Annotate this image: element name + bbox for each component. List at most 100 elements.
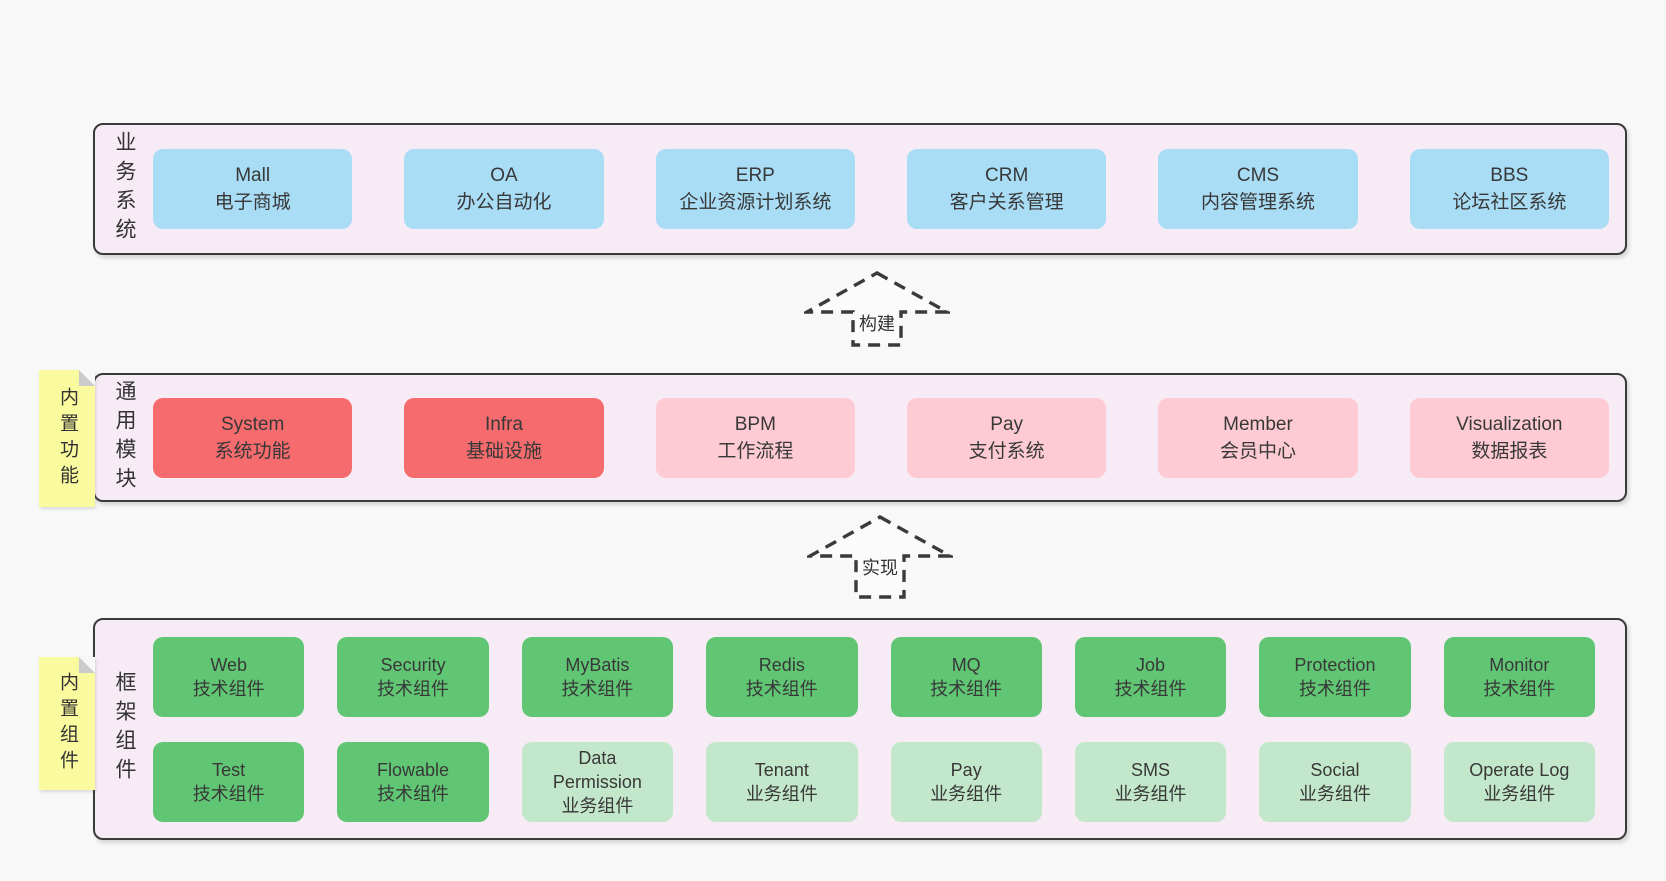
box-infra-name: Infra: [484, 413, 523, 435]
box-bbs-name: BBS: [1490, 165, 1529, 186]
box-test-desc: 技术组件: [192, 783, 265, 804]
box-cms-name: CMS: [1236, 165, 1280, 186]
arrow-build-label: 构建: [856, 310, 898, 336]
dashed-up-arrow-icon: [804, 271, 950, 347]
box-crm-desc: 客户关系管理: [949, 192, 1064, 213]
framework-boxes: Web 技术组件 Security 技术组件 MyBatis 技术组件 Redi…: [153, 636, 1595, 822]
box-pay-module-desc: 支付系统: [968, 440, 1045, 462]
box-mq-name: MQ: [951, 654, 981, 675]
box-redis: Redis 技术组件: [706, 636, 858, 717]
box-pay-module-name: Pay: [990, 413, 1024, 435]
box-protection-name: Protection: [1294, 654, 1376, 675]
box-pay-component-name: Pay: [950, 759, 982, 780]
box-data-permission-name: Data Permission: [552, 747, 642, 792]
box-protection-desc: 技术组件: [1298, 678, 1371, 699]
box-crm-name: CRM: [985, 165, 1029, 186]
box-pay-component: Pay 业务组件: [890, 741, 1042, 822]
box-visualization-name: Visualization: [1456, 413, 1563, 435]
module-boxes: System 系统功能 Infra 基础设施 BPM 工作流程 Pay 支付系统…: [153, 397, 1609, 478]
box-member: Member 会员中心: [1158, 397, 1358, 478]
box-protection: Protection 技术组件: [1259, 636, 1411, 717]
box-job: Job 技术组件: [1074, 636, 1227, 717]
box-pay-component-desc: 业务组件: [930, 783, 1003, 804]
box-visualization: Visualization 数据报表: [1409, 397, 1609, 478]
box-system: System 系统功能: [153, 397, 353, 478]
box-web-name: Web: [210, 654, 248, 675]
box-security: Security 技术组件: [337, 636, 489, 717]
layer-modules-label: 通用模块: [113, 379, 136, 496]
box-security-desc: 技术组件: [377, 678, 450, 699]
box-job-desc: 技术组件: [1114, 678, 1187, 699]
box-mybatis: MyBatis 技术组件: [521, 636, 674, 717]
box-mall: Mall 电子商城: [153, 149, 353, 229]
layer-common-modules: 内置功能 通用模块 System 系统功能 Infra 基础设施 BPM 工作流…: [39, 370, 1627, 507]
box-pay-module: Pay 支付系统: [906, 397, 1107, 478]
box-sms: SMS 业务组件: [1074, 741, 1227, 822]
arrow-implement-label: 实现: [859, 554, 901, 580]
box-mall-desc: 电子商城: [214, 192, 291, 213]
box-mq-desc: 技术组件: [930, 678, 1003, 699]
box-erp-desc: 企业资源计划系统: [679, 192, 832, 213]
box-data-permission-desc: 业务组件: [561, 795, 634, 816]
box-operate-log: Operate Log 业务组件: [1443, 741, 1595, 822]
box-data-permission: Data Permission 业务组件: [521, 741, 674, 822]
box-operate-log-desc: 业务组件: [1483, 783, 1556, 804]
box-test: Test 技术组件: [153, 741, 305, 822]
box-member-name: Member: [1223, 413, 1293, 435]
box-mybatis-desc: 技术组件: [561, 678, 634, 699]
layer-framework-components: 内置组件 框架组件 Web 技术组件 Security 技术组件 MyBatis…: [39, 618, 1627, 840]
box-security-name: Security: [380, 654, 446, 675]
box-web-desc: 技术组件: [192, 678, 265, 699]
box-member-desc: 会员中心: [1219, 440, 1296, 462]
box-cms-desc: 内容管理系统: [1200, 192, 1315, 213]
box-oa-name: OA: [490, 165, 518, 186]
box-flowable-name: Flowable: [377, 759, 450, 780]
arrow-build: 构建: [804, 270, 950, 348]
layer-business-label: 业务系统: [113, 131, 136, 247]
box-erp: ERP 企业资源计划系统: [655, 149, 855, 229]
layer-framework-label: 框架组件: [113, 671, 136, 787]
box-cms: CMS 内容管理系统: [1158, 149, 1358, 229]
box-monitor-desc: 技术组件: [1483, 678, 1556, 699]
box-tenant-desc: 业务组件: [745, 783, 818, 804]
box-bpm-desc: 工作流程: [717, 440, 794, 462]
box-flowable-desc: 技术组件: [377, 783, 450, 804]
box-crm: CRM 客户关系管理: [906, 149, 1107, 229]
box-flowable: Flowable 技术组件: [337, 741, 489, 822]
box-mybatis-name: MyBatis: [565, 654, 630, 675]
builtin-features-tag: 内置功能: [39, 370, 95, 507]
box-social: Social 业务组件: [1259, 741, 1411, 822]
box-job-name: Job: [1136, 654, 1166, 675]
box-system-name: System: [220, 413, 285, 435]
box-sms-desc: 业务组件: [1114, 783, 1187, 804]
box-bbs-desc: 论坛社区系统: [1452, 192, 1567, 213]
builtin-features-tag-label: 内置功能: [57, 386, 78, 491]
builtin-components-tag-label: 内置组件: [57, 671, 78, 776]
box-oa: OA 办公自动化: [404, 149, 604, 229]
box-visualization-desc: 数据报表: [1471, 440, 1548, 462]
arrow-implement: 实现: [807, 514, 953, 600]
box-bpm-name: BPM: [734, 413, 776, 435]
box-infra: Infra 基础设施: [404, 397, 604, 478]
box-monitor-name: Monitor: [1489, 654, 1550, 675]
box-mq: MQ 技术组件: [890, 636, 1042, 717]
box-bpm: BPM 工作流程: [655, 397, 855, 478]
layer-business-systems: 业务系统 Mall 电子商城 OA 办公自动化 ERP 企业资源计划系统 CRM…: [93, 123, 1627, 255]
box-mall-name: Mall: [235, 165, 271, 186]
box-test-name: Test: [212, 759, 246, 780]
box-erp-name: ERP: [735, 165, 775, 186]
box-infra-desc: 基础设施: [465, 440, 542, 462]
builtin-components-tag: 内置组件: [39, 657, 95, 790]
box-tenant-name: Tenant: [754, 759, 809, 780]
box-tenant: Tenant 业务组件: [706, 741, 858, 822]
box-social-desc: 业务组件: [1298, 783, 1371, 804]
box-operate-log-name: Operate Log: [1469, 759, 1570, 780]
box-bbs: BBS 论坛社区系统: [1409, 149, 1609, 229]
box-sms-name: SMS: [1131, 759, 1171, 780]
box-social-name: Social: [1310, 759, 1360, 780]
box-oa-desc: 办公自动化: [456, 192, 552, 213]
box-redis-desc: 技术组件: [745, 678, 818, 699]
box-system-desc: 系统功能: [214, 440, 291, 462]
box-redis-name: Redis: [758, 654, 805, 675]
